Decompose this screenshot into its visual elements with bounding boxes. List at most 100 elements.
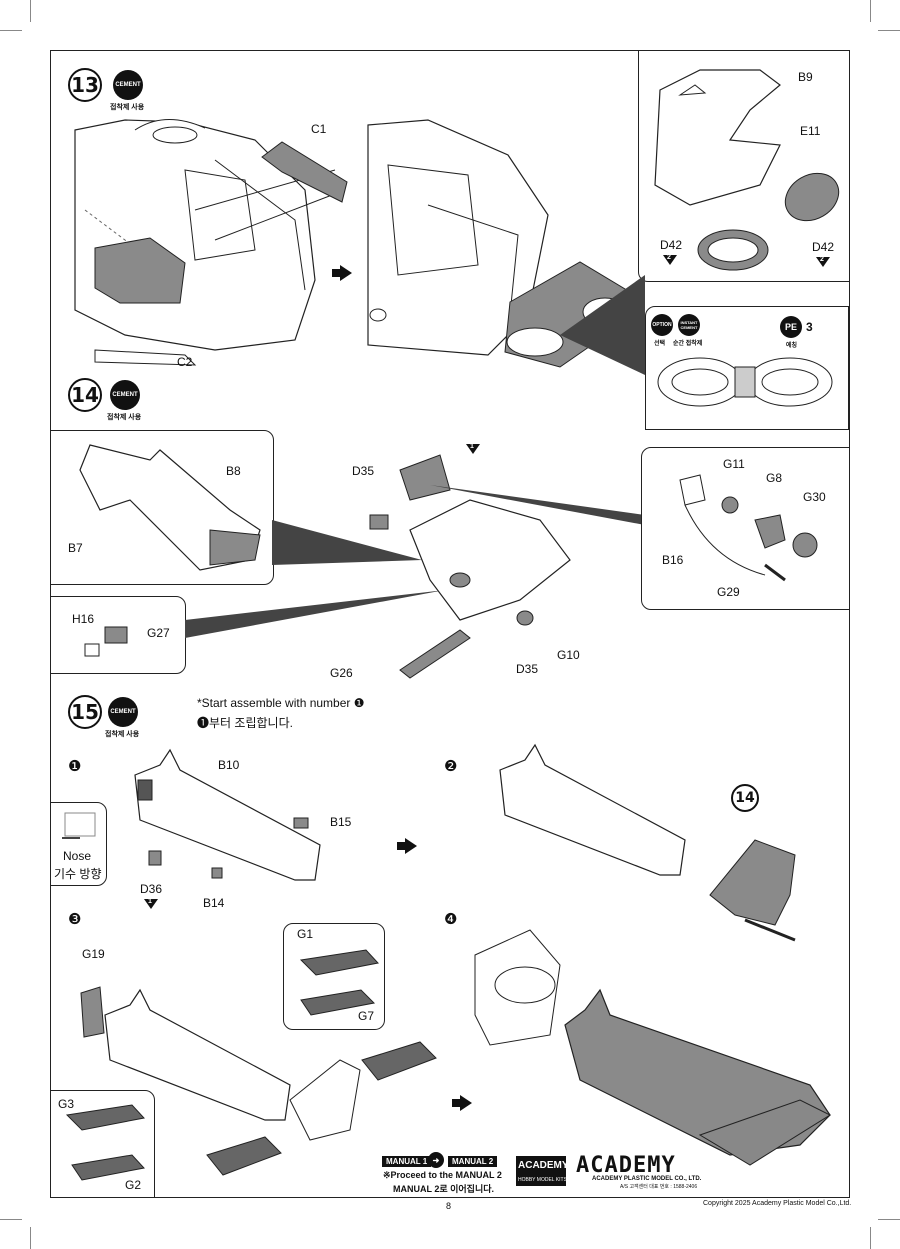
- callout-wedge: [560, 275, 645, 375]
- quantity-badge-text: 2: [667, 254, 671, 261]
- pe-icon: PE: [780, 316, 802, 338]
- part-b15-label: B15: [330, 815, 352, 829]
- tail-boom-illustration-3: [104, 988, 361, 1141]
- part-h16-label: H16: [72, 612, 95, 626]
- part-d42-right-shape: [784, 172, 840, 222]
- substep-4-number: ❹: [444, 911, 458, 928]
- pe-intake-grille-shape: [657, 357, 833, 407]
- substep-1-number: ❶: [68, 758, 82, 775]
- callout-wedge: [430, 485, 645, 525]
- nose-label-en: Nose: [63, 849, 92, 863]
- part-g1-g7-shape: [299, 949, 379, 1016]
- proceed-note-en: ※Proceed to the MANUAL 2: [383, 1170, 502, 1180]
- crop-mark: [0, 1219, 22, 1220]
- part-g3-label: G3: [58, 1097, 75, 1111]
- pe-caption: 에칭: [786, 343, 798, 349]
- pe-number: 3: [806, 320, 813, 334]
- marker-1-text: 1: [470, 443, 474, 450]
- part-c2-shape: [94, 237, 186, 304]
- part-c1-shape: [261, 141, 348, 203]
- crop-mark: [0, 30, 22, 31]
- part-g29-label: G29: [717, 585, 740, 599]
- fuselage-illustration-right: [367, 119, 549, 356]
- part-d42-right-label: D42: [812, 240, 835, 254]
- part-b8-label: B8: [226, 464, 241, 478]
- part-h16-g27-shape: [84, 626, 128, 657]
- cement-icon: CEMENT: [108, 697, 138, 727]
- quantity-badge: 2: [663, 254, 677, 265]
- cement-icon: CEMENT: [113, 70, 143, 100]
- part-g1-label: G1: [297, 927, 314, 941]
- quantity-badge: 2: [816, 256, 830, 267]
- part-b14-shape: [211, 867, 223, 879]
- cement-caption: 접착제 사용: [105, 731, 140, 738]
- crop-mark: [30, 0, 31, 22]
- part-d42-left-shape: [697, 229, 769, 271]
- detail-box-g3-g2: [50, 1090, 155, 1198]
- part-b7-b8-shape: [79, 444, 261, 571]
- substep-3-number: ❸: [68, 911, 82, 928]
- part-b16-label: B16: [662, 553, 684, 567]
- substep-2-number: ❷: [444, 758, 458, 775]
- reference-step-14: 14: [731, 784, 759, 812]
- part-b9-e11-shape: [654, 69, 781, 206]
- part-g3-g2-shape: [65, 1104, 145, 1181]
- step-arrow: [332, 265, 352, 281]
- quantity-badge-text: 1: [148, 898, 152, 905]
- part-g8-label: G8: [766, 471, 783, 485]
- academy-logo: ACADEMY: [576, 1153, 676, 1178]
- detail-box-rotor-hub: [641, 447, 850, 610]
- part-b10-label: B10: [218, 758, 240, 772]
- part-g1-g7-assembly-shape: [361, 1041, 437, 1081]
- tail-boom-illustration-2: [499, 743, 796, 942]
- cement-icon: CEMENT: [110, 380, 140, 410]
- part-g7-label: G7: [358, 1009, 375, 1023]
- callout-wedge: [272, 520, 422, 565]
- step-13-number: 13: [68, 68, 102, 102]
- part-rotor-hub-shape: [679, 474, 818, 582]
- part-g11-label: G11: [723, 457, 745, 471]
- step-arrow: [397, 838, 417, 854]
- part-d35-bottom-label: D35: [516, 662, 539, 676]
- part-g10-label: G10: [557, 648, 580, 662]
- proceed-note-ko: MANUAL 2로 이어집니다.: [393, 1184, 495, 1194]
- fuselage-illustration-left: [74, 119, 346, 366]
- page-number: 8: [446, 1201, 452, 1211]
- cement-caption: 접착제 사용: [107, 414, 142, 421]
- instant-cement-icon: INSTANT CEMENT: [678, 314, 700, 336]
- part-e11-label: E11: [800, 124, 821, 138]
- tail-section-illustration: [369, 454, 571, 679]
- nose-direction-icon: [62, 812, 96, 839]
- part-b7-label: B7: [68, 541, 83, 555]
- nose-label-ko: 기수 방향: [54, 867, 102, 881]
- tail-boom-illustration-1: [134, 748, 321, 881]
- part-g3-g2-assembly-shape: [206, 1136, 282, 1176]
- part-d35-top-label: D35: [352, 464, 375, 478]
- copyright: Copyright 2025 Academy Plastic Model Co.…: [703, 1200, 852, 1207]
- part-g27-label: G27: [147, 626, 170, 640]
- start-note-ko: ❶부터 조립합니다.: [197, 716, 293, 730]
- part-b9-label: B9: [798, 70, 813, 84]
- part-g19-label: G19: [82, 947, 105, 961]
- option-icon: OPTION: [651, 314, 673, 336]
- crop-mark: [30, 1227, 31, 1249]
- part-g2-label: G2: [125, 1178, 142, 1192]
- start-note-en: *Start assemble with number ❶: [197, 696, 365, 710]
- quantity-badge: 1: [144, 898, 158, 909]
- academy-small-logo-sub: HOBBY MODEL KITS: [518, 1177, 567, 1183]
- exhaust-assembly-shape: [504, 261, 631, 368]
- part-d42-left-label: D42: [660, 238, 683, 252]
- detail-box-g1-g7: [283, 923, 385, 1030]
- option-caption: 선택: [654, 341, 666, 347]
- crop-mark: [870, 0, 871, 22]
- crop-mark: [878, 1219, 900, 1220]
- crop-mark: [870, 1227, 871, 1249]
- arrow-right-icon: ➜: [428, 1152, 444, 1168]
- step-14-number: 14: [68, 378, 102, 412]
- part-d36-label: D36: [140, 882, 163, 896]
- quantity-badge-text: 2: [820, 256, 824, 263]
- part-g26-label: G26: [330, 666, 353, 680]
- part-c1-label: C1: [311, 122, 327, 136]
- part-b14-label: B14: [203, 896, 225, 910]
- manual-2-tag: MANUAL 2: [448, 1156, 498, 1167]
